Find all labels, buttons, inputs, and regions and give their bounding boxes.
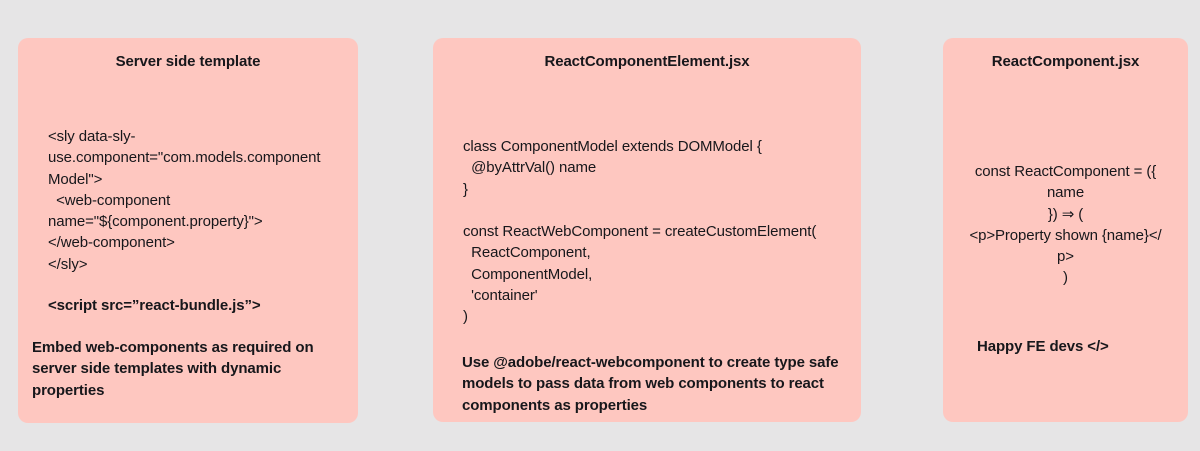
card-title-react-component: ReactComponent.jsx	[991, 53, 1140, 70]
card-title-server-side-template: Server side template	[115, 53, 261, 70]
card-caption-server-side: Embed web-components as required on serv…	[32, 339, 314, 399]
card-react-component-element: ReactComponentElement.jsx class Componen…	[433, 38, 861, 422]
card-caption-happy-fe-devs: Happy FE devs </>	[977, 338, 1109, 355]
code-snippet-component-model: class ComponentModel extends DOMModel { …	[463, 138, 817, 326]
card-server-side-template: Server side template <sly data-sly- use.…	[18, 38, 358, 423]
card-title-react-component-element: ReactComponentElement.jsx	[544, 53, 750, 70]
card-caption-react-webcomponent: Use @adobe/react-webcomponent to create …	[462, 354, 839, 414]
code-snippet-sly-template: <sly data-sly- use.component="com.models…	[48, 128, 321, 273]
card-react-component: ReactComponent.jsx const ReactComponent …	[943, 38, 1188, 422]
code-snippet-script-tag: <script src=”react-bundle.js”>	[48, 297, 261, 314]
code-snippet-react-component: const ReactComponent = ({ name }) ⇒ ( <p…	[969, 163, 1162, 287]
